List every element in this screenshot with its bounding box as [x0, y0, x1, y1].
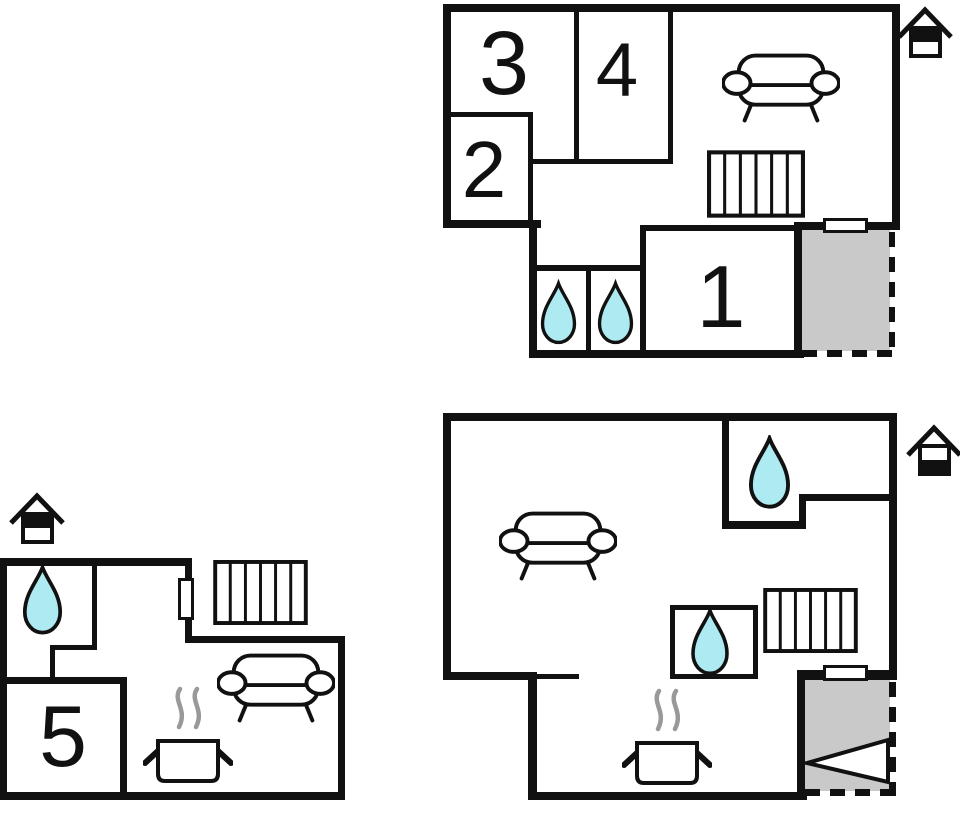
stairs-arrow-icon	[803, 737, 891, 785]
door-icon	[178, 578, 194, 620]
room-label-5: 5	[39, 689, 87, 785]
terrace-dashed-edge	[802, 350, 896, 357]
wall	[537, 265, 646, 271]
wall	[50, 645, 55, 683]
room-label-1: 1	[696, 247, 746, 346]
wall	[537, 674, 579, 679]
terrace	[802, 230, 890, 351]
water-drop-icon	[688, 608, 732, 676]
room-label-2: 2	[461, 125, 507, 214]
wall	[0, 677, 127, 684]
wall	[797, 670, 805, 798]
wall	[722, 418, 729, 529]
terrace-dashed-edge	[889, 682, 896, 796]
wall	[529, 220, 537, 358]
wall	[640, 225, 802, 231]
water-drop-icon	[748, 435, 791, 510]
wall	[889, 413, 897, 677]
wall	[443, 220, 541, 228]
wall	[92, 560, 97, 650]
wall	[668, 4, 673, 164]
wall	[533, 159, 673, 164]
wall	[448, 112, 533, 117]
wall	[528, 792, 807, 800]
wall	[799, 494, 897, 501]
wall	[443, 4, 451, 228]
terrace-dashed-edge	[805, 789, 897, 796]
room-label-3: 3	[478, 14, 530, 114]
sofa-icon	[499, 510, 617, 582]
wall	[443, 672, 537, 680]
house-ground-floor-icon	[906, 424, 960, 478]
wall	[50, 645, 97, 650]
wall	[529, 350, 804, 358]
wall	[0, 792, 345, 800]
wall	[799, 494, 806, 529]
wall	[443, 413, 451, 680]
wall	[528, 112, 533, 222]
door-icon	[823, 665, 868, 681]
terrace-dashed-edge	[889, 232, 895, 356]
room-label-4: 4	[595, 28, 639, 113]
wall	[574, 4, 579, 164]
wall	[528, 672, 537, 800]
wall	[722, 521, 806, 529]
wall	[185, 636, 345, 643]
radiator-icon	[763, 588, 858, 653]
wall	[443, 413, 897, 421]
door-icon	[823, 218, 868, 233]
stove-pot-icon	[622, 686, 712, 786]
wall	[338, 636, 345, 800]
wall	[892, 4, 900, 230]
wall	[794, 222, 802, 358]
wall	[586, 268, 591, 352]
wall	[640, 225, 646, 352]
wall	[120, 677, 127, 800]
